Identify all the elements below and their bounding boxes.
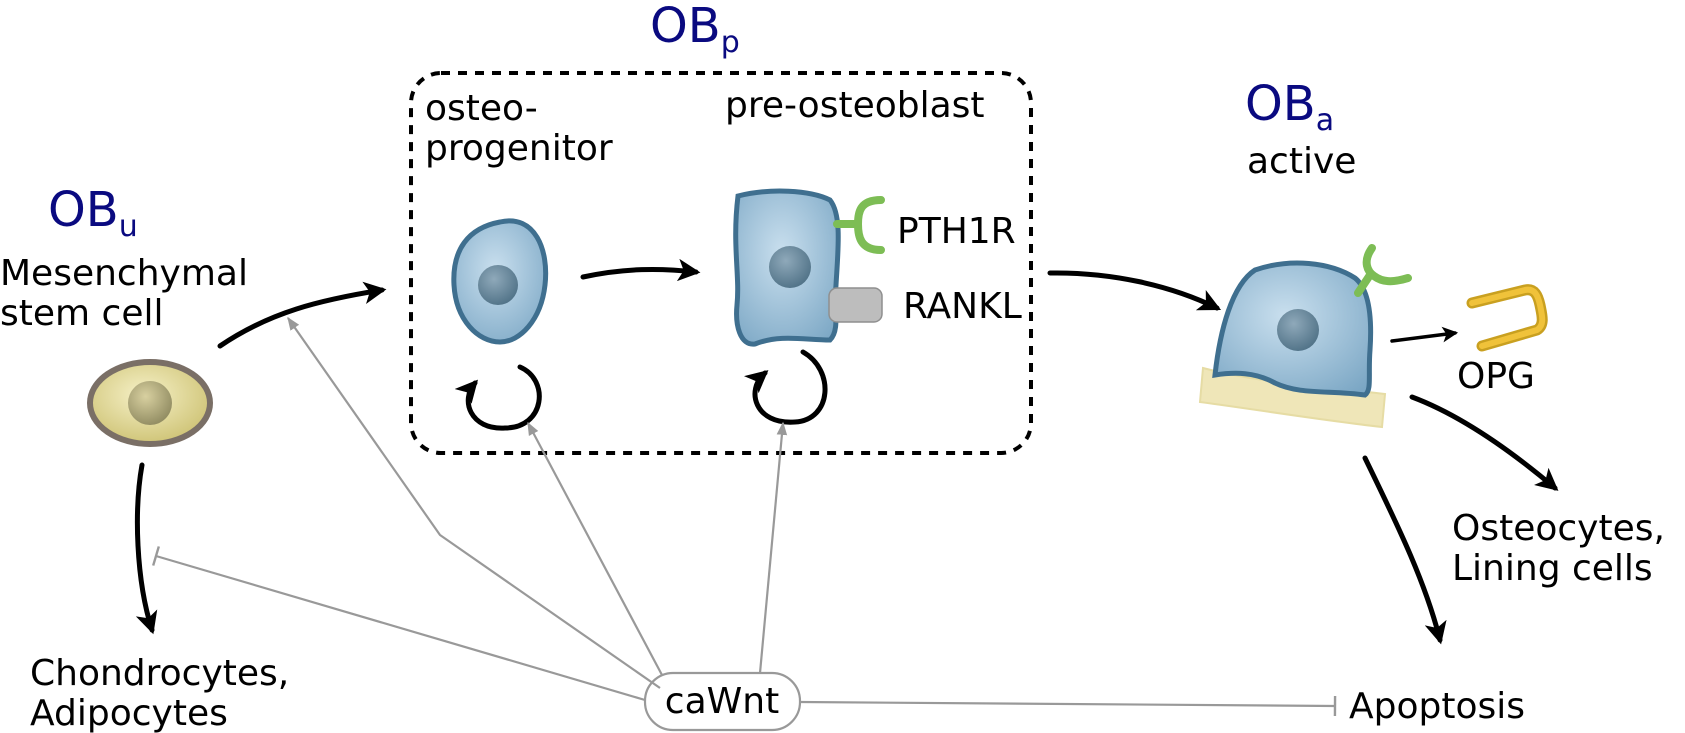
cawnt-to-preosteoblast-renewal-arrow — [758, 421, 788, 674]
osteoprogenitor-cell-icon — [451, 218, 549, 345]
cawnt-inhibit-apoptosis-line — [799, 695, 1337, 717]
msc-label-line1: Mesenchymal — [0, 253, 248, 294]
cawnt-to-msc-transition-arrow — [287, 316, 661, 689]
stage-label-obu: OBu — [48, 182, 138, 244]
self-renewal-icon — [454, 364, 542, 431]
self-renewal-icon — [744, 349, 828, 425]
osteoprogenitor-label-line2: progenitor — [425, 128, 613, 169]
preosteoblast-cell-icon — [733, 188, 841, 347]
pth1r-label: PTH1R — [897, 211, 1016, 252]
stage-label-obp: OBp — [650, 0, 740, 60]
cawnt-node: caWnt — [643, 671, 802, 732]
osteoprogenitor-label-line1: osteo- — [425, 88, 538, 129]
msc-cell-icon — [87, 359, 213, 447]
osteocytes-label-line2: Lining cells — [1452, 548, 1653, 589]
arrow-msc-to-chondrocytes — [134, 462, 158, 635]
pth1r-receptor-icon — [833, 196, 885, 254]
rankl-icon — [828, 287, 883, 323]
arrow-preosteoblast-to-active — [1047, 270, 1222, 311]
arrow-active-to-opg — [1390, 326, 1459, 343]
arrow-osteoprogenitor-to-preosteoblast — [580, 258, 701, 282]
active-label: active — [1247, 141, 1356, 182]
cawnt-to-osteoprogenitor-renewal-arrow — [527, 421, 663, 676]
osteocytes-label-line1: Osteocytes, — [1452, 508, 1665, 549]
arrow-active-to-apoptosis — [1362, 455, 1447, 645]
stage-label-oba: OBa — [1245, 76, 1334, 138]
preosteoblast-label: pre-osteoblast — [725, 85, 985, 126]
cawnt-label: caWnt — [665, 681, 779, 722]
arrow-msc-to-osteoprogenitor — [217, 281, 387, 349]
opg-label: OPG — [1457, 356, 1535, 397]
arrow-active-to-osteocytes — [1409, 394, 1559, 491]
obp-group-box — [409, 71, 1033, 455]
pth1r-receptor-icon — [1354, 244, 1412, 297]
chondrocytes-label-line1: Chondrocytes, — [30, 653, 289, 694]
chondrocytes-label-line2: Adipocytes — [30, 693, 228, 733]
apoptosis-label: Apoptosis — [1349, 686, 1525, 727]
rankl-label: RANKL — [903, 286, 1022, 327]
msc-label-line2: stem cell — [0, 293, 163, 334]
active-osteoblast-cell-icon — [1212, 260, 1374, 398]
cawnt-inhibit-chondrocytes-line — [152, 546, 646, 702]
